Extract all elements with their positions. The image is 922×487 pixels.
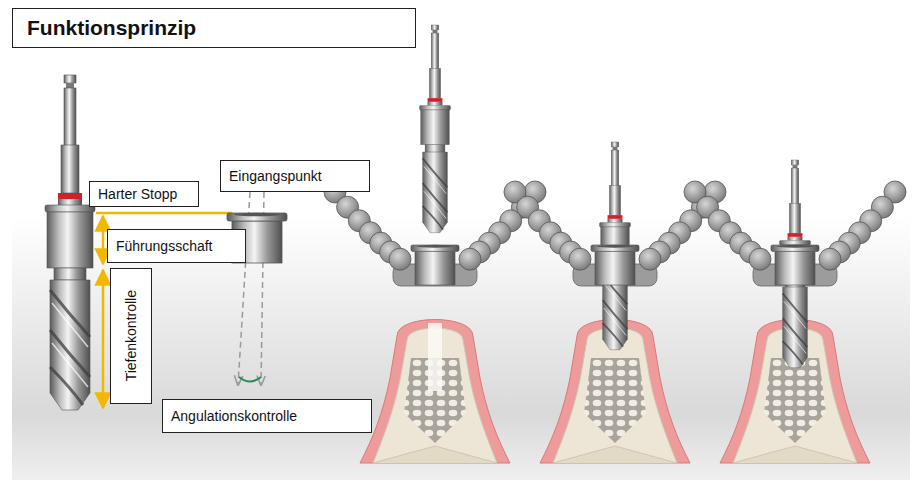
jaw-section [360, 320, 510, 464]
label-text: Angulationskontrolle [171, 408, 363, 424]
dimension-arrow [102, 216, 105, 264]
label-text: Eingangspunkt [229, 168, 361, 184]
angle-arc [239, 377, 261, 382]
drill [420, 25, 451, 233]
label-box: Tiefenkontrolle [110, 268, 152, 404]
label-text: Tiefenkontrolle [123, 290, 139, 381]
label-text: Harter Stopp [98, 186, 190, 202]
guide-sleeve [771, 245, 819, 285]
background [12, 40, 910, 480]
label-box: Führungsschaft [107, 229, 246, 263]
label-box: Angulationskontrolle [162, 399, 372, 433]
label-box: Harter Stopp [89, 181, 199, 207]
dimension-arrow [102, 270, 105, 408]
guide-sleeve [591, 245, 639, 285]
label-text: Führungsschaft [116, 238, 237, 254]
planned-osteotomy [428, 323, 442, 391]
guide-sleeve [411, 245, 459, 285]
drill [45, 75, 95, 410]
label-box: Eingangspunkt [220, 160, 370, 192]
leader-line [96, 212, 232, 215]
title-box: Funktionsprinzip [12, 8, 416, 48]
title-text: Funktionsprinzip [27, 16, 196, 40]
